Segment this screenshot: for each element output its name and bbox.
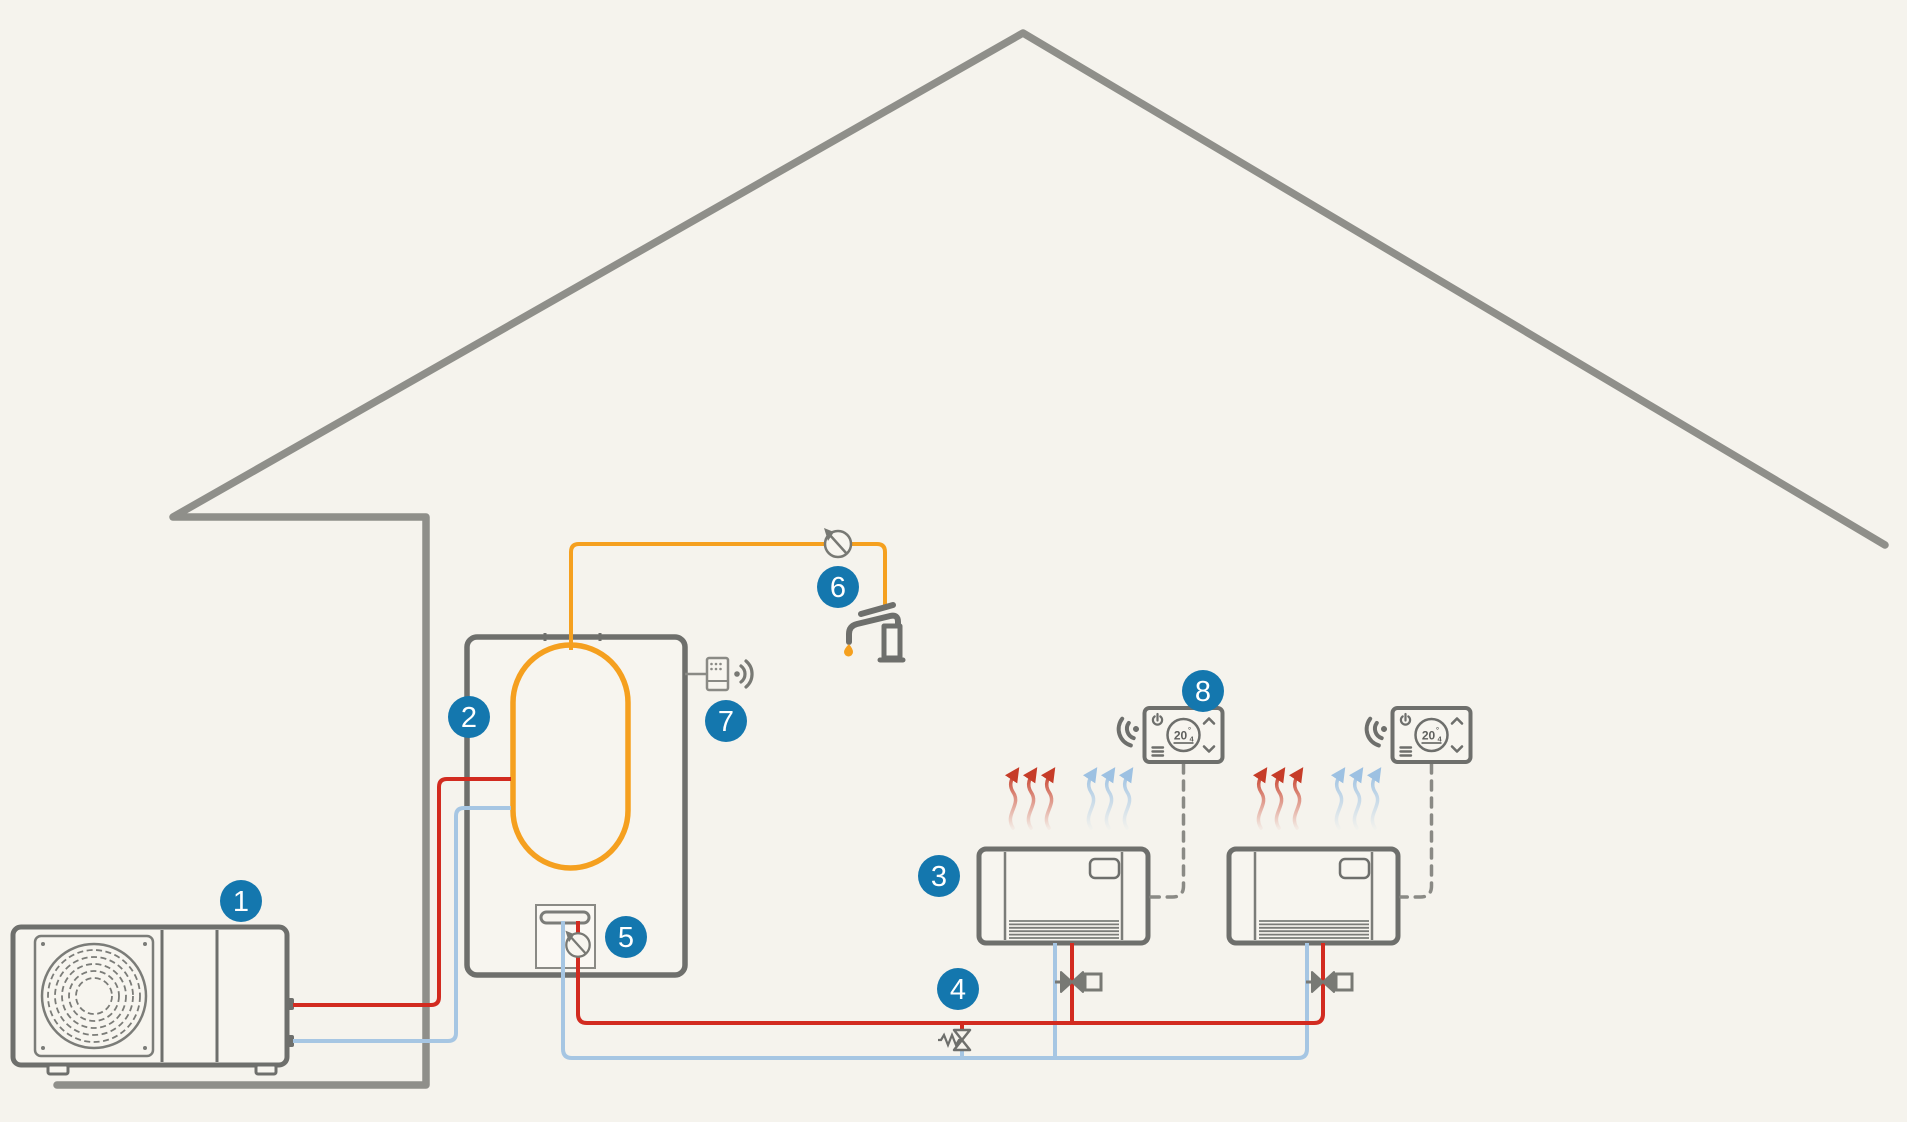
svg-text:4: 4 (950, 974, 966, 1006)
badge-outdoor-unit: 1 (220, 880, 262, 922)
chevron-up-icon (1450, 717, 1464, 725)
chevron-up-icon (1202, 717, 1216, 725)
house-outline (53, 29, 1889, 1089)
svg-text:3: 3 (931, 861, 947, 893)
svg-text:7: 7 (718, 706, 734, 738)
temperature-display: 20 ° 4 (1414, 717, 1449, 753)
svg-text:4: 4 (1438, 735, 1443, 744)
badge-indoor-unit: 2 (448, 696, 490, 738)
svg-text:8: 8 (1195, 676, 1211, 708)
chevron-down-icon (1450, 745, 1464, 753)
power-icon (1399, 712, 1412, 726)
zone-valve-1-icon (1053, 970, 1103, 994)
svg-text:4: 4 (1190, 735, 1195, 744)
svg-text:20: 20 (1174, 729, 1188, 743)
flow-sensor-icon (822, 526, 853, 559)
cool-air-arrows-1 (1088, 772, 1130, 828)
badge-bypass-valve: 4 (937, 968, 979, 1010)
wifi-signal-icon (734, 659, 754, 689)
badge-wireless-module: 7 (705, 700, 747, 742)
thermostat-2-control-line (1399, 762, 1434, 899)
water-drop-icon (844, 644, 853, 657)
menu-icon (1151, 746, 1165, 757)
indoor-unit (464, 633, 688, 978)
room-thermostat-2: 20 ° 4 (1390, 706, 1473, 764)
warm-air-arrows-1 (1010, 772, 1052, 828)
badge-fan-coil: 3 (918, 855, 960, 897)
fan-frame (33, 934, 155, 1058)
svg-text:1: 1 (233, 886, 249, 918)
warm-air-arrows-2 (1258, 772, 1300, 828)
thermostat-1-control-line (1149, 762, 1186, 899)
temperature-display: 20 ° 4 (1166, 717, 1201, 753)
svg-text:°: ° (1436, 726, 1439, 735)
wireless-module (685, 656, 754, 692)
svg-text:°: ° (1188, 726, 1191, 735)
svg-text:6: 6 (830, 572, 846, 604)
tap-icon (844, 602, 906, 663)
fan-coil-unit-1 (979, 849, 1148, 943)
badge-thermostat: 8 (1182, 670, 1224, 712)
hot-water-pipe (569, 542, 887, 650)
cool-air-arrows-2 (1336, 772, 1378, 828)
badge-hot-water-tap: 6 (817, 566, 859, 608)
spring-icon (938, 1032, 961, 1048)
fan-grille-icon (40, 942, 148, 1050)
power-icon (1151, 712, 1164, 726)
zone-valve-2-icon (1304, 970, 1354, 994)
fan-coil-unit-2 (1229, 849, 1398, 943)
chevron-down-icon (1202, 745, 1216, 753)
room-thermostat-1: 20 ° 4 (1142, 706, 1225, 764)
svg-text:5: 5 (618, 922, 634, 954)
wifi-signal-icon (1113, 712, 1146, 750)
outdoor-heat-pump (10, 924, 294, 1076)
menu-icon (1399, 746, 1413, 757)
svg-text:2: 2 (461, 702, 477, 734)
hot-pipe-outdoor (293, 777, 511, 1007)
svg-text:20: 20 (1422, 729, 1436, 743)
return-pipe-outdoor (293, 806, 511, 1043)
wifi-signal-icon (1361, 712, 1394, 750)
badge-pump: 5 (605, 916, 647, 958)
bypass-valve-icon (938, 1028, 972, 1052)
